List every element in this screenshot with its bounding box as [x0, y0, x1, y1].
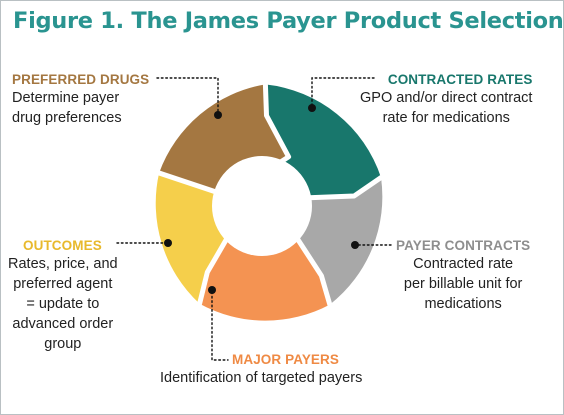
desc-preferred-drugs-line-1: Determine payer [12, 90, 120, 106]
marker-dot-outcomes [164, 239, 172, 247]
desc-outcomes-line-1: Rates, price, and [8, 256, 118, 272]
desc-payer-contracts-line-2: per billable unit for [403, 276, 523, 292]
label-payer-contracts: PAYER CONTRACTS Contracted rate per bill… [396, 237, 530, 314]
marker-dot-contracted-rates [308, 104, 316, 112]
separator-contracted-payer [303, 175, 384, 201]
label-major-payers: MAJOR PAYERS Identification of targeted … [160, 351, 362, 388]
desc-contracted-rates-line-2: rate for medications [382, 110, 510, 126]
heading-major-payers: MAJOR PAYERS [232, 352, 339, 367]
marker-dot-preferred-drugs [214, 111, 222, 119]
heading-contracted-rates: CONTRACTED RATES [387, 72, 533, 87]
figure-title: Figure 1. The James Payer Product Select… [13, 8, 564, 34]
desc-contracted-rates-line-1: GPO and/or direct contract [360, 90, 533, 106]
heading-preferred-drugs: PREFERRED DRUGS [12, 72, 150, 87]
desc-outcomes-line-5: group [44, 336, 82, 352]
label-preferred-drugs: PREFERRED DRUGS Determine payer drug pre… [12, 71, 149, 128]
heading-outcomes: OUTCOMES [23, 238, 102, 253]
leader-preferred-drugs [156, 77, 219, 113]
label-outcomes: OUTCOMES Rates, price, and preferred age… [8, 237, 118, 354]
leader-contracted-rates [311, 77, 375, 107]
desc-outcomes-line-2: preferred agent [13, 276, 113, 292]
desc-major-payers-line-1: Identification of targeted payers [160, 370, 363, 386]
desc-outcomes-line-4: advanced order [12, 316, 114, 332]
heading-payer-contracts: PAYER CONTRACTS [396, 238, 531, 253]
marker-dot-major-payers [208, 286, 216, 294]
center-hole [212, 156, 312, 256]
separator-payer-major [292, 232, 333, 308]
marker-dot-payer-contracts [351, 241, 359, 249]
desc-preferred-drugs-line-2: drug preferences [12, 110, 122, 126]
segment-major-payers [199, 231, 330, 321]
desc-payer-contracts-line-3: medications [424, 296, 502, 312]
desc-payer-contracts-line-1: Contracted rate [413, 256, 514, 272]
label-contracted-rates: CONTRACTED RATES GPO and/or direct contr… [360, 71, 532, 128]
leader-major-payers [211, 291, 229, 361]
desc-outcomes-line-3: = update to [26, 296, 100, 312]
separator-major-outcomes [197, 228, 234, 307]
segment-payer-contracts [294, 177, 383, 305]
